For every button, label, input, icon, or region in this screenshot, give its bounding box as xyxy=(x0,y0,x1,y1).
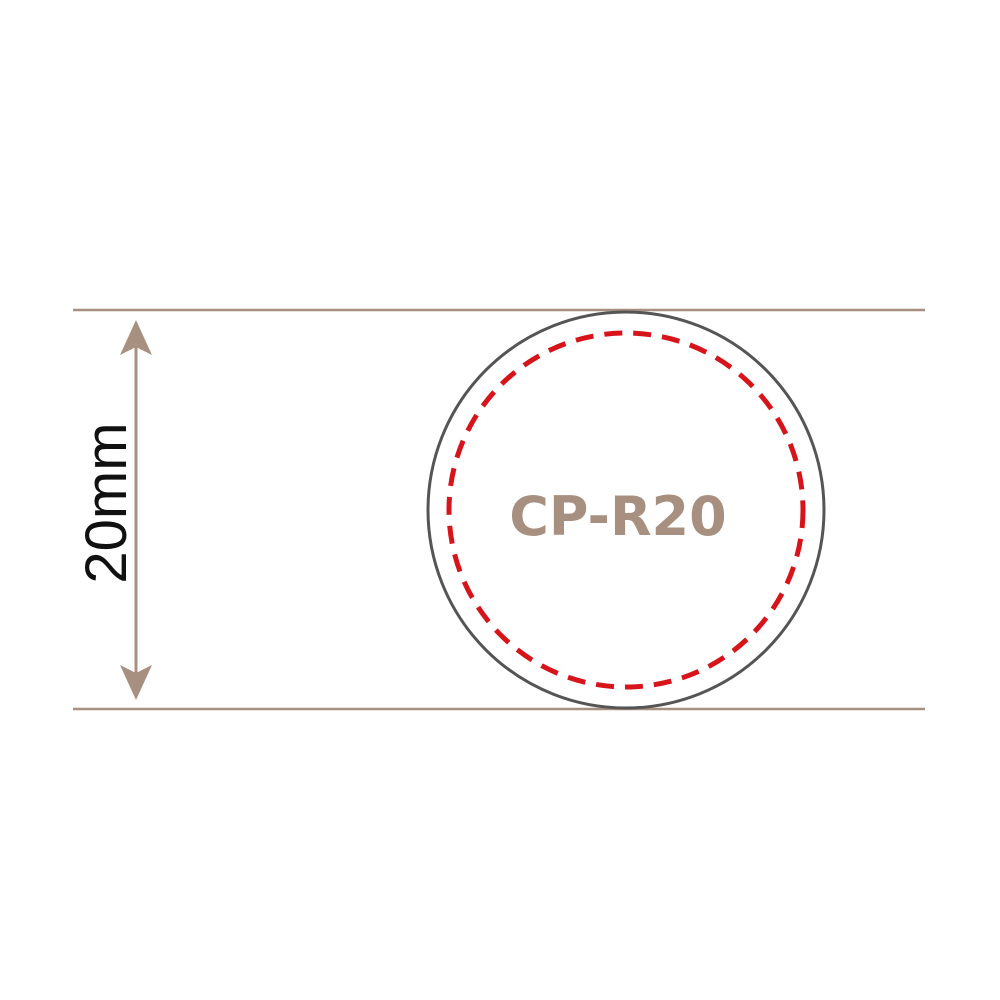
dimension-label: 20mm xyxy=(74,422,139,583)
dimension-arrow xyxy=(120,320,152,700)
arrow-head-up-icon xyxy=(120,320,152,355)
outer-cut-circle xyxy=(426,310,826,710)
arrow-head-down-icon xyxy=(120,665,152,700)
product-code-label: CP-R20 xyxy=(509,485,726,548)
safe-area-dashed-circle xyxy=(446,330,806,690)
